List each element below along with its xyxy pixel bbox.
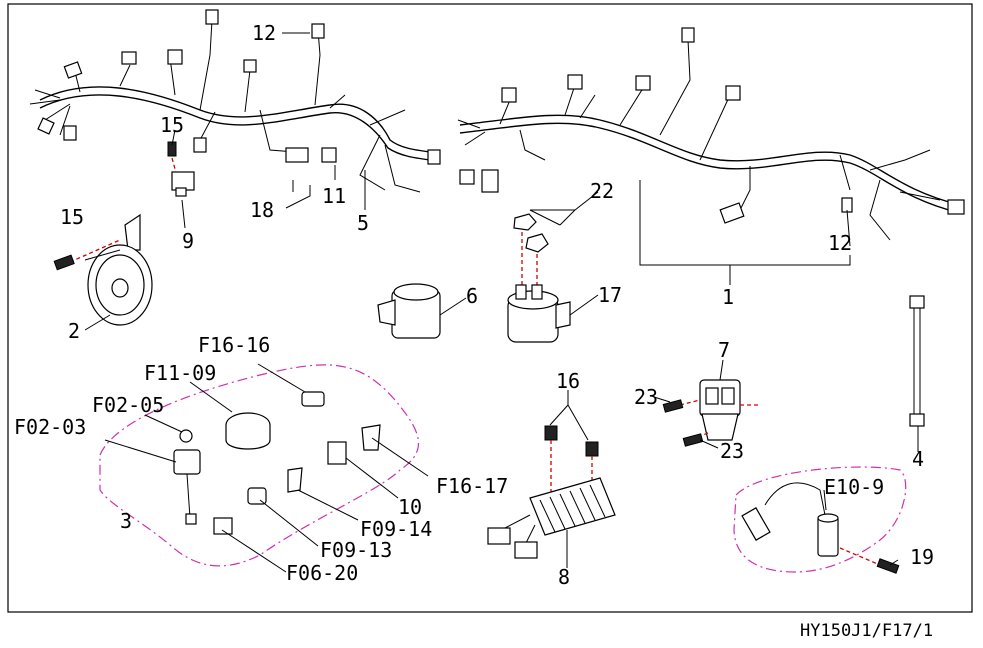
callout-labels: 12 15 9 18 11 5 15 2 6 22 17 12 1 7 16 2… [14,21,934,589]
part-8-regulator[interactable] [487,425,616,559]
callout-15-upper: 15 [160,113,184,137]
wiring-harness-main[interactable] [457,27,965,241]
part-17-starter-relay[interactable] [507,213,571,343]
part-e10-9-spark-cap[interactable] [733,466,907,574]
callout-10: 10 [398,495,422,519]
part-9-relay[interactable] [167,141,195,197]
callout-12-right: 12 [828,231,852,255]
part-2-horn[interactable] [53,213,153,326]
callout-23-right: 23 [720,439,744,463]
callout-19: 19 [910,545,934,569]
callout-4: 4 [912,447,924,471]
callout-6: 6 [466,284,478,308]
diagram-code: HY150J1/F17/1 [800,621,933,641]
callout-f16-17: F16-17 [436,474,508,498]
callout-f09-13: F09-13 [320,538,392,562]
callout-f09-14: F09-14 [360,517,432,541]
callout-2: 2 [68,319,80,343]
callout-3: 3 [120,509,132,533]
callout-f06-20: F06-20 [286,561,358,585]
callout-f16-16: F16-16 [198,333,270,357]
callout-8: 8 [558,565,570,589]
callout-11: 11 [322,184,346,208]
callout-15-lower: 15 [60,205,84,229]
callout-23-left: 23 [634,385,658,409]
callout-e10-9: E10-9 [824,475,884,499]
leader-lines [84,32,919,573]
callout-18: 18 [250,198,274,222]
part-6-switch[interactable] [377,283,441,339]
callout-7: 7 [718,338,730,362]
callout-16: 16 [556,369,580,393]
wiring-harness-left[interactable] [29,9,441,193]
callout-f11-09: F11-09 [144,361,216,385]
callout-1: 1 [722,285,734,309]
callout-f02-05: F02-05 [92,393,164,417]
callout-9: 9 [182,229,194,253]
fuse-holder[interactable] [321,147,337,163]
harness-bracket [639,180,851,266]
diagram-frame [7,3,973,613]
callout-12-top: 12 [252,21,276,45]
callout-f02-03: F02-03 [14,415,86,439]
part-4-strap[interactable] [909,295,925,427]
part-7-coil[interactable] [662,379,760,447]
callout-22: 22 [590,179,614,203]
harness-clip-12[interactable] [311,23,325,39]
callout-17: 17 [598,283,622,307]
part-3-switch-kit[interactable] [99,364,419,567]
relay-socket[interactable] [285,147,309,163]
callout-5: 5 [357,211,369,235]
